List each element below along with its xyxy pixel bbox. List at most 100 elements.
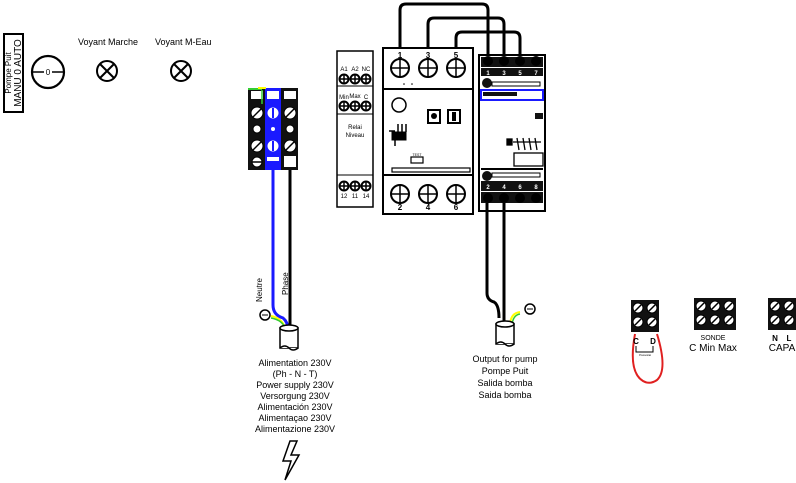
screw-terminal-icon[interactable] bbox=[483, 56, 493, 203]
screw-terminal-icon[interactable] bbox=[349, 100, 361, 112]
relay-screw-terminals[interactable] bbox=[338, 73, 372, 192]
screw-terminal-icon[interactable] bbox=[709, 314, 721, 326]
screw-terminal-icon[interactable] bbox=[349, 73, 361, 85]
supply-caption-line: Versorgung 230V bbox=[260, 391, 330, 401]
supply-caption: Alimentation 230V (Ph - N - T) Power sup… bbox=[245, 358, 345, 435]
ct-terminal-8: 8 bbox=[534, 185, 538, 191]
output-caption-line: Saida bomba bbox=[478, 390, 532, 400]
neutral-label: Neutre bbox=[255, 277, 264, 302]
pump-cable-icon bbox=[495, 320, 515, 347]
relay-terminal-a1: A1 bbox=[340, 67, 348, 73]
screw-terminal-icon[interactable] bbox=[338, 180, 350, 192]
ct-terminal-4: 4 bbox=[502, 185, 506, 191]
screw-terminal-icon[interactable] bbox=[709, 300, 721, 312]
screw-terminal-icon[interactable] bbox=[723, 300, 735, 312]
relay-terminal-14: 14 bbox=[363, 194, 370, 200]
mp-dial-icon[interactable] bbox=[389, 124, 407, 146]
bridge-label-d: D bbox=[650, 337, 656, 346]
relay-name-2: Niveau bbox=[346, 133, 365, 139]
screw-terminal-icon[interactable] bbox=[632, 302, 644, 314]
mp-terminal-5: 5 bbox=[454, 51, 459, 60]
contactor: 1 3 5 7 2 4 6 8 bbox=[478, 54, 546, 212]
mp-screw-terminals[interactable] bbox=[390, 58, 466, 204]
lamp-label-marche: Voyant Marche bbox=[78, 37, 139, 47]
capa-terminal-block[interactable]: N L CAPA bbox=[768, 298, 796, 354]
ct-terminal-6: 6 bbox=[518, 185, 522, 191]
bridge-label-c: C bbox=[633, 337, 639, 346]
selector-switch-icon[interactable]: 0 bbox=[30, 54, 66, 90]
screw-terminal-icon[interactable] bbox=[390, 184, 410, 204]
relay-terminal-min: Min bbox=[339, 95, 349, 101]
bridge-wire bbox=[631, 333, 664, 384]
output-caption: Output for pump Pompe Puit Salida bomba … bbox=[465, 353, 545, 401]
phase-label: Phase bbox=[281, 272, 290, 295]
selector-mark: 0 bbox=[46, 68, 51, 77]
pump-earth-icon bbox=[524, 303, 536, 315]
output-caption-line: Salida bomba bbox=[477, 378, 533, 388]
sonde-title: SONDE bbox=[701, 335, 726, 342]
screw-terminal-icon[interactable] bbox=[783, 314, 795, 326]
screw-terminal-icon[interactable] bbox=[499, 56, 509, 203]
screw-terminal-icon[interactable] bbox=[338, 73, 350, 85]
screw-terminal-icon[interactable] bbox=[349, 180, 361, 192]
supply-terminal-block bbox=[248, 87, 298, 170]
supply-caption-line: Alimentaçao 230V bbox=[258, 413, 332, 423]
screw-terminal-icon[interactable] bbox=[390, 58, 410, 78]
screw-terminal-icon[interactable] bbox=[769, 300, 781, 312]
ct-terminal-3: 3 bbox=[502, 71, 506, 77]
supply-caption-line: (Ph - N - T) bbox=[272, 369, 318, 379]
screw-terminal-icon[interactable] bbox=[360, 100, 372, 112]
ct-terminal-2: 2 bbox=[486, 185, 490, 191]
screw-terminal-icon[interactable] bbox=[632, 316, 644, 328]
screw-terminal-icon[interactable] bbox=[418, 58, 438, 78]
relay-terminal-11: 11 bbox=[352, 194, 359, 200]
screw-terminal-icon[interactable] bbox=[446, 184, 466, 204]
mp-terminal-4: 4 bbox=[426, 203, 431, 212]
pressostat-terminal-block[interactable]: C D Pressostat bbox=[631, 300, 664, 384]
lamp-label-meau: Voyant M-Eau bbox=[155, 37, 212, 47]
ct-screw-terminals[interactable] bbox=[483, 56, 541, 203]
lamp-marche-icon bbox=[96, 60, 118, 82]
supply-caption-line: Power supply 230V bbox=[256, 380, 334, 390]
pump-wire-1 bbox=[485, 203, 501, 319]
screw-terminal-icon[interactable] bbox=[515, 56, 525, 203]
mp-terminal-3: 3 bbox=[426, 51, 431, 60]
screw-terminal-icon[interactable] bbox=[646, 302, 658, 314]
screw-terminal-icon[interactable] bbox=[769, 314, 781, 326]
capa-pin-l: L bbox=[787, 334, 792, 343]
lightning-icon bbox=[281, 440, 301, 481]
screw-terminal-icon[interactable] bbox=[446, 58, 466, 78]
output-caption-line: Output for pump bbox=[472, 354, 538, 364]
mp-test-button[interactable] bbox=[410, 156, 424, 164]
relay-terminal-c: C bbox=[364, 95, 369, 101]
earth-icon bbox=[259, 309, 271, 321]
screw-terminal-icon[interactable] bbox=[531, 56, 541, 203]
mp-test-label: TEST bbox=[413, 153, 423, 157]
motor-protector: 1 3 5 2 4 6 TEST bbox=[382, 47, 474, 215]
ct-terminal-5: 5 bbox=[518, 71, 522, 77]
screw-terminal-icon[interactable] bbox=[338, 100, 350, 112]
screw-terminal-icon[interactable] bbox=[723, 314, 735, 326]
capa-pin-n: N bbox=[772, 334, 778, 343]
neutral-wire bbox=[271, 170, 290, 331]
supply-cable-icon bbox=[279, 324, 299, 351]
capa-label: CAPA bbox=[769, 343, 796, 354]
screw-terminal-icon[interactable] bbox=[646, 316, 658, 328]
sonde-terminal-block[interactable]: SONDE C Min Max bbox=[689, 298, 737, 354]
screw-terminal-icon[interactable] bbox=[695, 314, 707, 326]
screw-terminal-icon[interactable] bbox=[360, 73, 372, 85]
output-caption-line: Pompe Puit bbox=[481, 366, 529, 376]
screw-terminal-icon[interactable] bbox=[695, 300, 707, 312]
mp-terminal-6: 6 bbox=[454, 203, 459, 212]
mp-terminal-2: 2 bbox=[398, 203, 403, 212]
screw-terminal-icon[interactable] bbox=[783, 300, 795, 312]
bridge-wires bbox=[398, 2, 522, 56]
screw-terminal-icon[interactable] bbox=[360, 180, 372, 192]
mp-reset-icon[interactable] bbox=[391, 97, 407, 113]
relay-terminal-max: Max bbox=[349, 94, 360, 100]
supply-caption-line: Alimentation 230V bbox=[258, 358, 332, 368]
screw-terminal-icon[interactable] bbox=[418, 184, 438, 204]
relay-terminal-nc: NC bbox=[362, 67, 371, 73]
mp-terminal-1: 1 bbox=[398, 51, 403, 60]
